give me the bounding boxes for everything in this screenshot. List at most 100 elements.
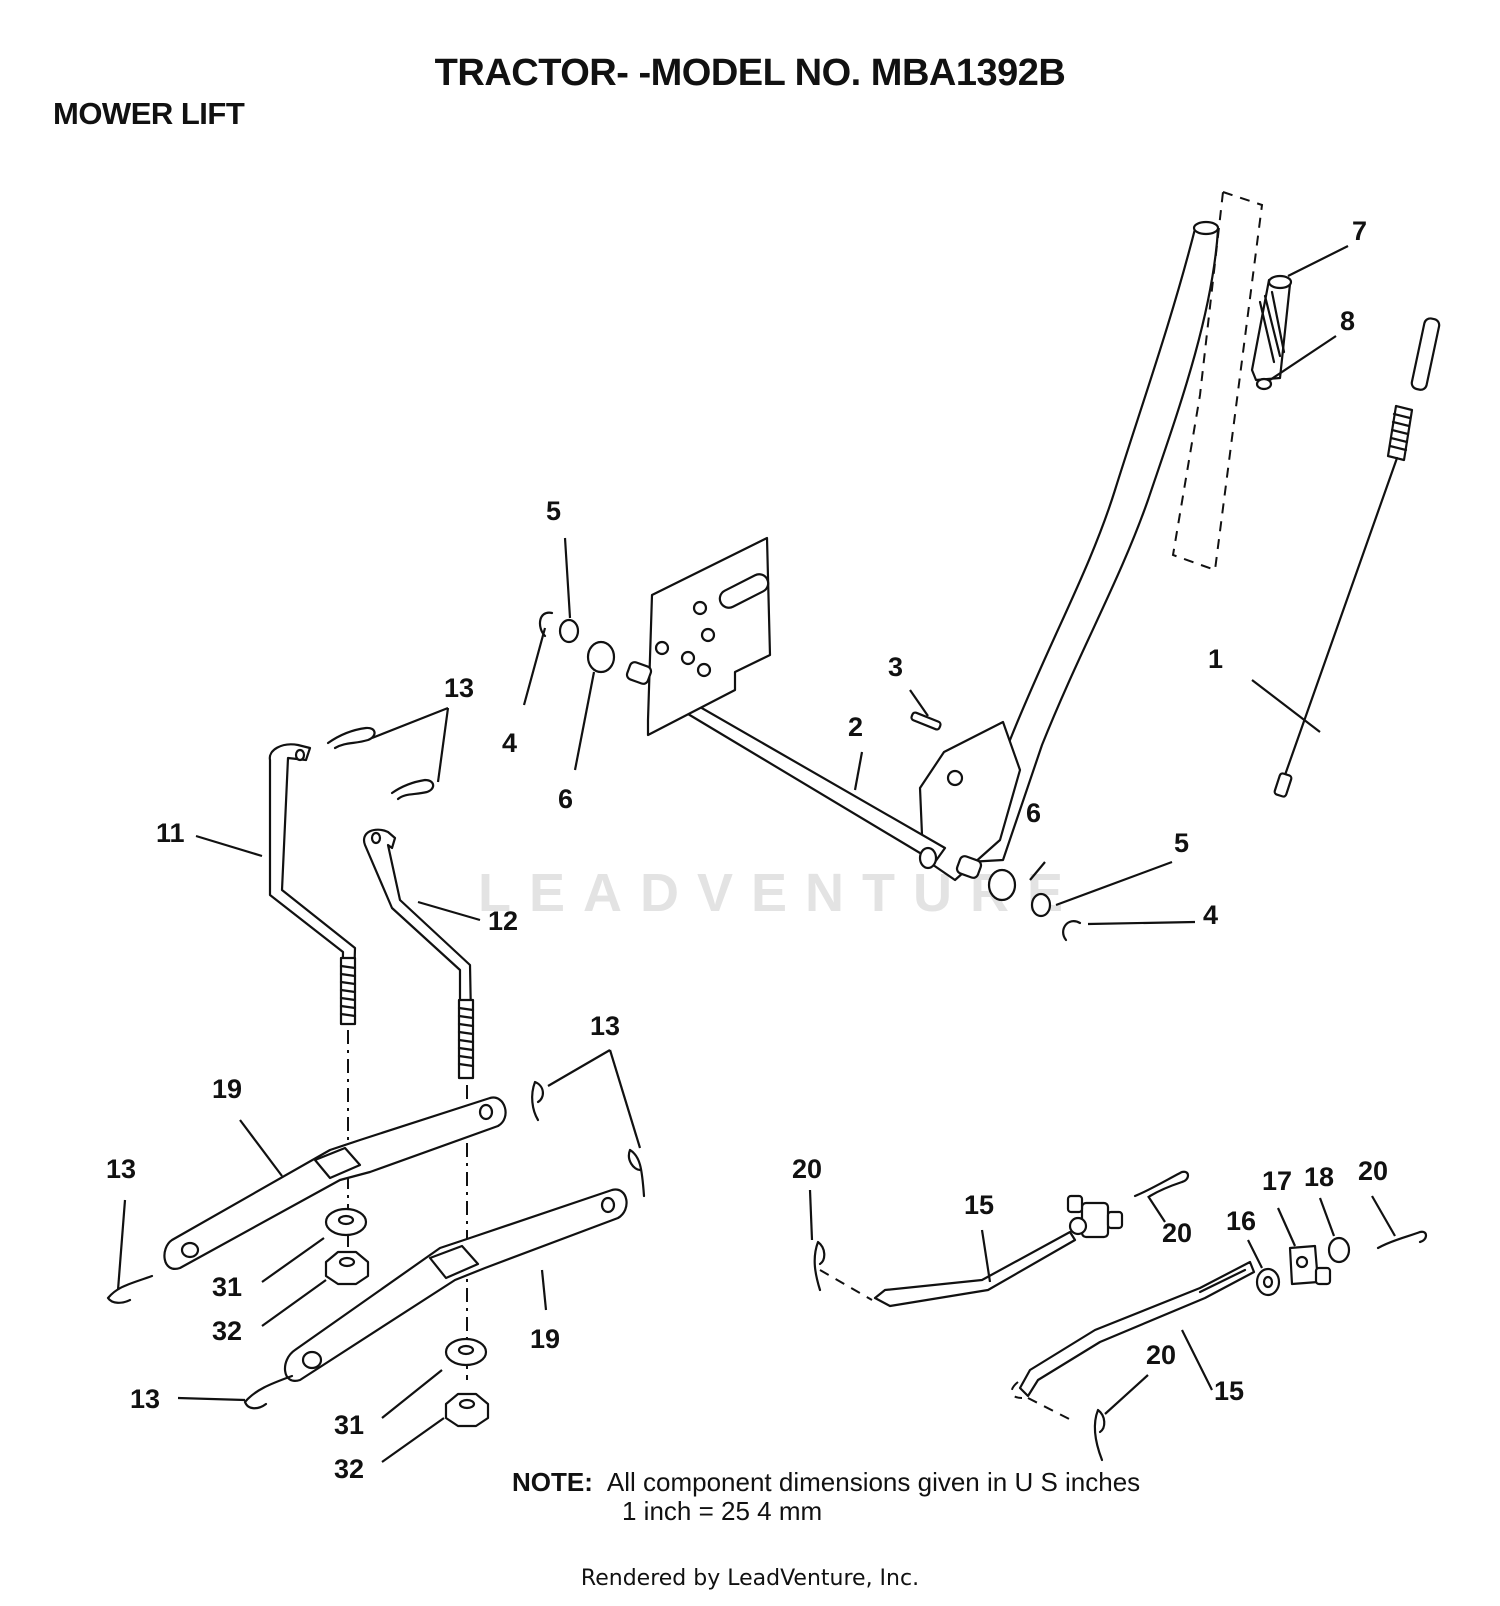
callout-4: 4 <box>502 728 517 758</box>
bearing-flange-left[interactable] <box>586 640 616 674</box>
leader-line <box>417 900 481 922</box>
hairpin-cotter[interactable] <box>1133 1170 1190 1198</box>
lift-link-hole <box>370 831 382 845</box>
callout-31: 31 <box>334 1410 364 1440</box>
note-line-2: 1 inch = 25 4 mm <box>622 1496 823 1526</box>
nut-lower[interactable] <box>444 1392 490 1428</box>
hairpin-cotter[interactable] <box>106 1274 154 1304</box>
callout-15: 15 <box>1214 1376 1244 1406</box>
spring-pin-grip[interactable] <box>1255 377 1273 391</box>
callout-5: 5 <box>546 496 561 526</box>
lift-arm-hole <box>600 1196 616 1214</box>
bearing-flange-right[interactable] <box>987 868 1017 902</box>
lift-arm-upper[interactable] <box>163 1096 507 1270</box>
hairpin-cotter[interactable] <box>531 1080 544 1122</box>
leader-line <box>1371 1195 1396 1237</box>
leader-line <box>808 1189 814 1241</box>
hairpin-cotter[interactable] <box>326 726 376 750</box>
lift-arm-hole <box>478 1103 494 1121</box>
handle-grip[interactable] <box>1250 278 1292 382</box>
leader-line <box>1318 1197 1336 1237</box>
trunnion-lower-hole <box>1295 1255 1309 1269</box>
washer-left[interactable] <box>558 618 580 644</box>
leader-line <box>1104 1374 1149 1415</box>
trunnion-upper-stub <box>1106 1210 1124 1230</box>
callout-19: 19 <box>212 1074 242 1104</box>
callout-17: 17 <box>1262 1166 1292 1196</box>
adjustment-rod-upper[interactable] <box>873 1230 1077 1308</box>
lift-shaft[interactable] <box>658 682 947 864</box>
rod-phantom <box>1027 1397 1076 1423</box>
trunnion-upper[interactable] <box>1080 1201 1110 1239</box>
rod-phantom <box>819 1269 873 1301</box>
hairpin-cotter[interactable] <box>813 1240 826 1292</box>
leader-line <box>853 751 864 791</box>
callout-5: 5 <box>1174 828 1189 858</box>
callout-18: 18 <box>1304 1162 1334 1192</box>
trunnion-upper-stub <box>1066 1194 1084 1214</box>
leader-line <box>1147 1195 1166 1223</box>
callout-20: 20 <box>792 1154 822 1184</box>
plate-hole <box>696 662 712 678</box>
leader-line <box>980 1229 992 1283</box>
adjustment-rod-lower-thread <box>1198 1268 1247 1294</box>
callout-31: 31 <box>212 1272 242 1302</box>
adjustment-rod-lower[interactable] <box>1018 1260 1256 1398</box>
section-title: MOWER LIFT <box>53 96 245 131</box>
lift-handle-tube-end <box>1192 220 1220 236</box>
lift-rod-spring-coils <box>1388 412 1412 452</box>
leader-line <box>1029 861 1046 881</box>
spacer-lower-hole <box>457 1344 475 1356</box>
lift-link-right[interactable] <box>362 828 474 1072</box>
callout-20: 20 <box>1162 1218 1192 1248</box>
leader-line <box>573 671 596 771</box>
nut-upper[interactable] <box>324 1250 370 1286</box>
callout-16: 16 <box>1226 1206 1256 1236</box>
leader-line <box>436 707 450 783</box>
leader-line <box>1287 245 1349 277</box>
plate-hole <box>700 627 716 643</box>
jam-nut-hole <box>1262 1275 1274 1289</box>
lift-rod[interactable] <box>1283 456 1399 777</box>
roll-pin[interactable] <box>910 711 942 731</box>
leader-line <box>1276 1207 1297 1247</box>
plate-hole <box>692 600 708 616</box>
leader-line <box>261 1279 327 1327</box>
hairpin-cotter[interactable] <box>627 1148 646 1198</box>
trunnion-lower-stub <box>1314 1266 1332 1286</box>
lift-link-right-thread-lines <box>457 1006 475 1068</box>
page-title: TRACTOR- -MODEL NO. MBA1392B <box>434 52 1066 94</box>
lift-rod-knob[interactable] <box>1410 317 1441 391</box>
hairpin-cotter[interactable] <box>390 778 435 801</box>
hairpin-cotter[interactable] <box>1093 1408 1106 1462</box>
callout-15: 15 <box>964 1190 994 1220</box>
lift-arm-lower-pivot <box>428 1244 480 1280</box>
leader-line <box>1055 860 1173 907</box>
leader-line <box>239 1119 283 1177</box>
leader-line <box>371 706 449 740</box>
plate-hole <box>654 640 670 656</box>
hairpin-cotter[interactable] <box>1376 1230 1428 1250</box>
hairpin-cotter[interactable] <box>243 1374 294 1410</box>
lift-arm-lower[interactable] <box>284 1188 628 1382</box>
lift-arm-hole <box>301 1350 323 1370</box>
e-ring-left[interactable] <box>538 611 554 638</box>
leader-line <box>563 537 572 619</box>
e-ring-right[interactable] <box>1062 920 1082 942</box>
leader-line <box>177 1396 246 1402</box>
leader-line <box>381 1417 445 1463</box>
handle-grip-end <box>1267 274 1293 290</box>
callout-1: 1 <box>1208 644 1223 674</box>
leader-line <box>547 1049 611 1087</box>
callout-13: 13 <box>106 1154 136 1184</box>
lift-handle[interactable] <box>966 223 1220 864</box>
callout-7: 7 <box>1352 216 1367 246</box>
callout-12: 12 <box>488 906 518 936</box>
hex-nut[interactable] <box>1327 1236 1351 1264</box>
leader-line <box>195 834 263 858</box>
callout-4: 4 <box>1203 900 1218 930</box>
washer-right[interactable] <box>1030 892 1052 918</box>
callout-8: 8 <box>1340 306 1355 336</box>
callout-3: 3 <box>888 652 903 682</box>
